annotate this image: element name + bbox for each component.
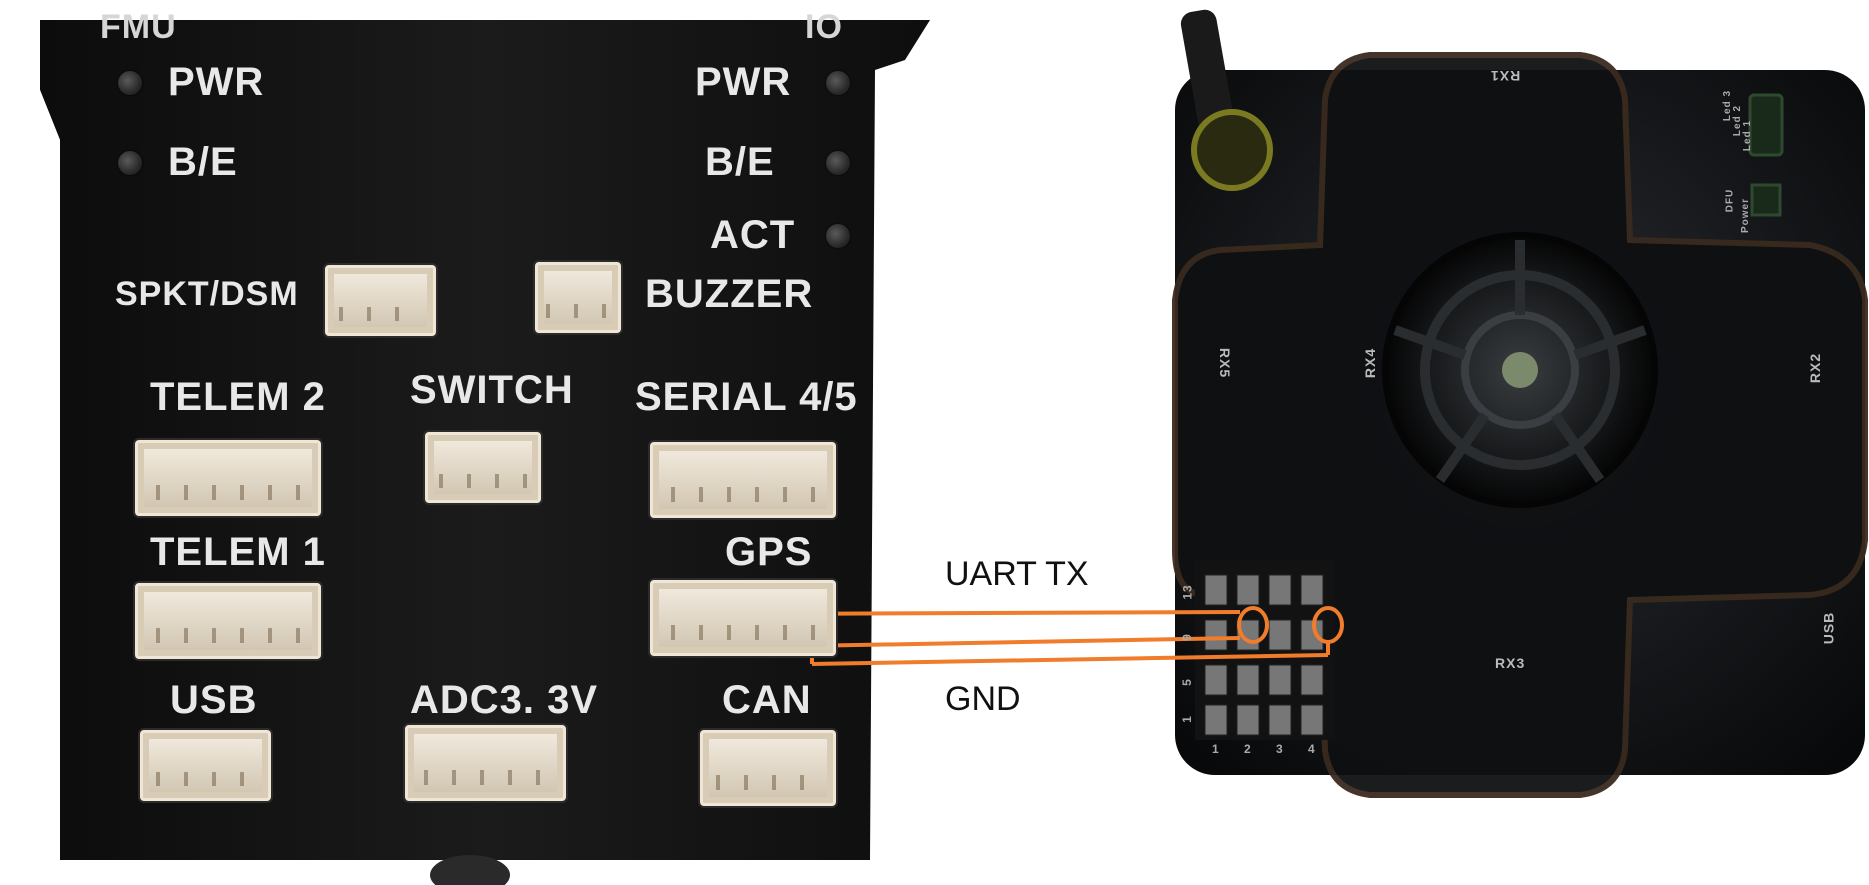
usb-silk-label: USB	[1820, 611, 1837, 645]
telem2-port	[135, 440, 321, 516]
led1-silk-label: Led 1	[1742, 119, 1754, 152]
switch-label: SWITCH	[410, 368, 574, 412]
dfu-silk-label: DFU	[1724, 188, 1736, 213]
usb-label: USB	[170, 678, 258, 722]
gnd-annotation: GND	[945, 680, 1021, 718]
can-port	[700, 730, 836, 806]
io-act-label: ACT	[710, 213, 796, 257]
fmu-pwr-led-icon	[118, 71, 142, 95]
pin-row-label: 5	[1179, 678, 1194, 686]
fmu-pwr-label: PWR	[168, 60, 265, 104]
pin-col-label: 4	[1308, 742, 1316, 756]
rx3-silk-label: RX3	[1495, 655, 1526, 671]
io-pwr-label: PWR	[695, 60, 792, 104]
pin-row-label: 13	[1180, 584, 1195, 600]
adc-label: ADC3. 3V	[410, 678, 599, 722]
switch-port	[425, 432, 541, 503]
buzzer-port	[535, 262, 621, 333]
telem2-label: TELEM 2	[150, 375, 326, 419]
io-header-label: IO	[805, 8, 843, 46]
power-silk-label: Power	[1740, 197, 1752, 234]
pin-row-label: 1	[1179, 715, 1194, 723]
gps-label: GPS	[725, 530, 813, 574]
spkt-dsm-port	[325, 265, 436, 336]
buzzer-label: BUZZER	[645, 272, 814, 316]
fmu-header-label: FMU	[100, 8, 177, 46]
rx2-silk-label: RX2	[1807, 352, 1824, 384]
io-be-label: B/E	[705, 140, 775, 184]
pin-row-label: 9	[1179, 633, 1194, 641]
receiver-module	[1172, 9, 1868, 798]
gps-port	[650, 580, 836, 656]
telem1-label: TELEM 1	[150, 530, 326, 574]
rx5-silk-label: RX5	[1217, 347, 1234, 379]
rx1-silk-label: RX1	[1490, 68, 1521, 84]
rx4-silk-label: RX4	[1362, 347, 1379, 379]
usb-port	[140, 730, 271, 801]
adc-port	[405, 725, 566, 801]
pin-col-label: 3	[1276, 742, 1284, 756]
io-be-led-icon	[826, 151, 850, 175]
io-act-led-icon	[826, 224, 850, 248]
can-label: CAN	[722, 678, 812, 722]
io-pwr-led-icon	[826, 71, 850, 95]
uart-tx-annotation: UART TX	[945, 555, 1089, 593]
pin-col-label: 2	[1244, 742, 1252, 756]
serial45-port	[650, 442, 836, 518]
spkt-dsm-label: SPKT/DSM	[115, 275, 299, 313]
serial45-label: SERIAL 4/5	[635, 375, 858, 419]
pin-header	[1195, 560, 1335, 740]
fmu-be-led-icon	[118, 151, 142, 175]
fmu-be-label: B/E	[168, 140, 238, 184]
telem1-port	[135, 583, 321, 659]
pin-col-label: 1	[1212, 742, 1220, 756]
